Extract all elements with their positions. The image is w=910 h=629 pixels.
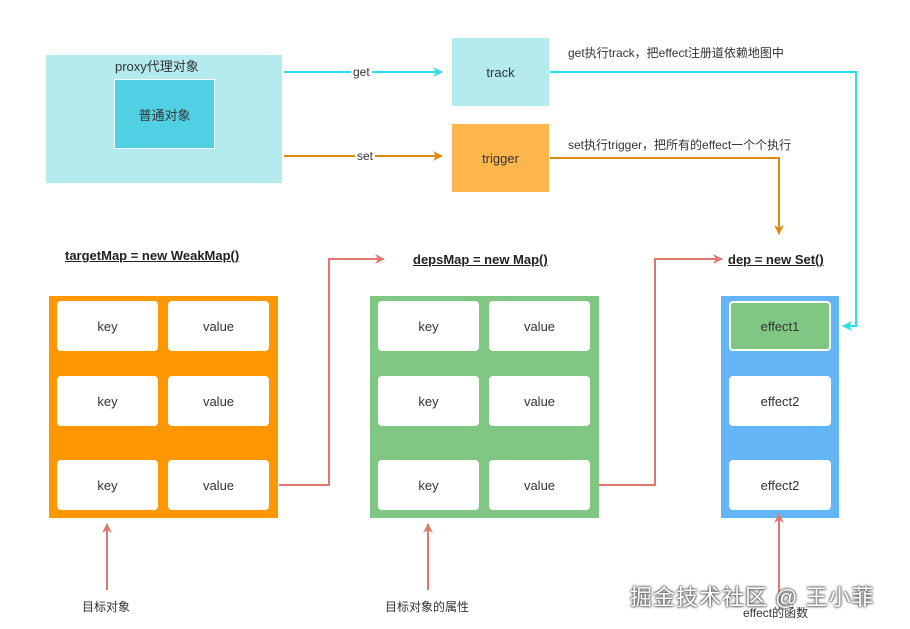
target-map-value-3: value [168, 460, 269, 510]
trigger-box: trigger [452, 124, 549, 192]
targetmap-to-depsmap-arrow [279, 254, 385, 486]
proxy-object-label: proxy代理对象 [115, 59, 199, 74]
dep-set-container: effect1 effect2 effect2 [721, 296, 839, 518]
trigger-to-dep-arrow [550, 157, 784, 235]
track-box: track [452, 38, 549, 106]
deps-map-value-3: value [489, 460, 590, 510]
deps-map-container: key value key value key value [370, 296, 599, 518]
dep-effect-3: effect2 [729, 460, 831, 510]
target-prop-label: 目标对象的属性 [385, 600, 470, 614]
plain-object-box: 普通对象 [114, 79, 215, 149]
target-map-key-1: key [57, 301, 158, 351]
dep-effect-1: effect1 [729, 301, 831, 351]
target-map-container: key value key value key value [49, 296, 278, 518]
effect-fn-label: effect的函数 [743, 606, 809, 620]
target-map-title: targetMap = new WeakMap() [65, 248, 240, 263]
target-map-value-2: value [168, 376, 269, 426]
dep-set-title: dep = new Set() [728, 252, 824, 267]
deps-map-value-1: value [489, 301, 590, 351]
deps-map-key-1: key [378, 301, 479, 351]
deps-map-key-2: key [378, 376, 479, 426]
dep-effect-2: effect2 [729, 376, 831, 426]
plain-object-label: 普通对象 [138, 107, 191, 123]
set-note: set执行trigger，把所有的effect一个个执行 [568, 138, 792, 152]
track-to-effect1-arrow [550, 71, 857, 331]
track-label: track [486, 64, 515, 80]
depsmap-to-dep-arrow [599, 254, 723, 486]
trigger-label: trigger [482, 150, 519, 166]
target-object-label: 目标对象 [82, 600, 131, 614]
deps-map-value-2: value [489, 376, 590, 426]
deps-map-title: depsMap = new Map() [413, 252, 548, 267]
get-note: get执行track，把effect注册道依赖地图中 [568, 46, 784, 60]
target-map-key-3: key [57, 460, 158, 510]
set-arrow-label: set [355, 149, 376, 163]
target-map-value-1: value [168, 301, 269, 351]
deps-map-key-3: key [378, 460, 479, 510]
watermark: 掘金技术社区 @ 王小菲 [630, 585, 875, 610]
get-arrow-label: get [351, 65, 372, 79]
target-map-key-2: key [57, 376, 158, 426]
